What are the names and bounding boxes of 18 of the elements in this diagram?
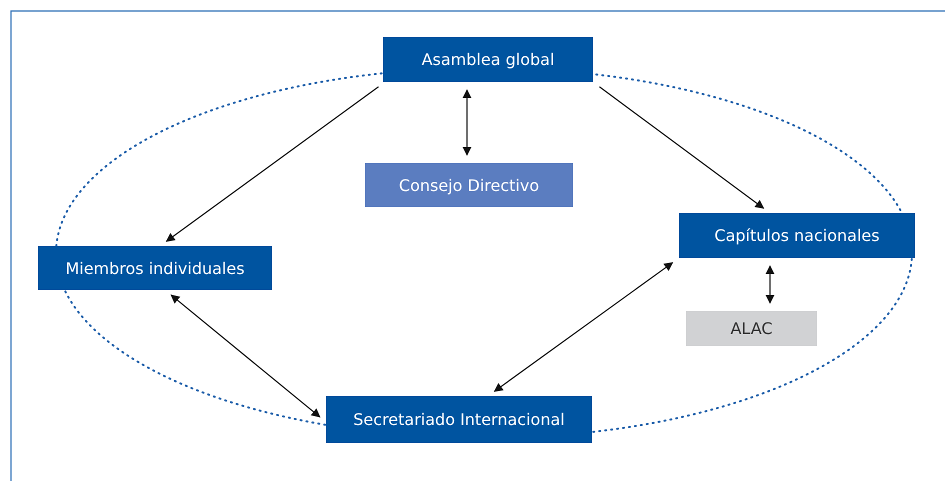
process-box bbox=[686, 311, 817, 346]
arrow bbox=[766, 265, 774, 304]
node-label: Consejo Directivo bbox=[398, 176, 540, 194]
process-box bbox=[38, 246, 272, 290]
node-label: Miembros individuales bbox=[65, 258, 245, 278]
arrow bbox=[166, 86, 379, 242]
node-label: Secretariado Internacional bbox=[353, 410, 565, 429]
node-label: Capítulos nacionales bbox=[714, 226, 880, 245]
arrow bbox=[494, 262, 674, 392]
arrow bbox=[462, 89, 472, 156]
process-box bbox=[326, 396, 592, 443]
process-box bbox=[383, 37, 593, 82]
process-box bbox=[365, 163, 573, 207]
arrow bbox=[599, 86, 764, 209]
node-label: Asamblea global bbox=[422, 50, 554, 69]
node-label: ALAC bbox=[730, 319, 773, 338]
arrow bbox=[170, 294, 320, 418]
process-box bbox=[679, 213, 915, 258]
